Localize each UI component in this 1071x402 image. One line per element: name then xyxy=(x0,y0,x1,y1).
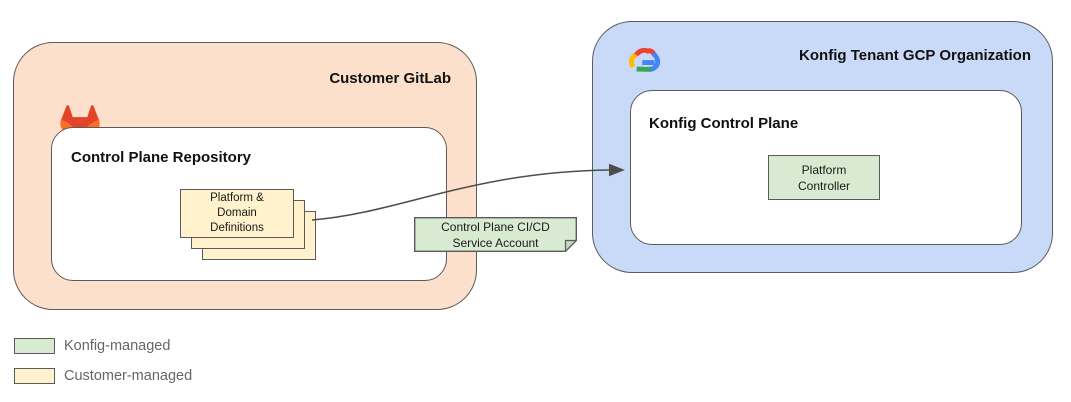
konfig-control-plane-title: Konfig Control Plane xyxy=(649,115,799,132)
definitions-card-label: Platform & Domain Definitions xyxy=(210,192,264,234)
service-account-note-label: Control Plane CI/CD Service Account xyxy=(441,219,550,250)
note-fold-icon xyxy=(564,239,577,252)
legend-swatch-customer-managed xyxy=(14,368,55,384)
definitions-card-front: Platform & Domain Definitions xyxy=(180,189,294,238)
control-plane-repository-title: Control Plane Repository xyxy=(71,149,252,166)
tenant-gcp-org-container: Konfig Tenant GCP Organization Konfig Co… xyxy=(592,21,1053,273)
service-account-note: Control Plane CI/CD Service Account xyxy=(414,217,577,252)
legend-label-customer-managed: Customer-managed xyxy=(64,368,193,384)
control-plane-repository-box: Control Plane Repository Platform & Doma… xyxy=(51,127,447,281)
legend-label-konfig-managed: Konfig-managed xyxy=(64,338,171,354)
gcp-cloud-bar xyxy=(642,60,655,65)
konfig-control-plane-box: Konfig Control Plane Platform Controller xyxy=(630,90,1022,245)
platform-controller-box: Platform Controller xyxy=(768,155,880,200)
tenant-gcp-org-title: Konfig Tenant GCP Organization xyxy=(799,47,1031,64)
customer-gitlab-title: Customer GitLab xyxy=(329,70,451,87)
legend-swatch-konfig-managed xyxy=(14,338,55,354)
customer-gitlab-container: Customer GitLab Control Plane Repository… xyxy=(13,42,477,310)
platform-controller-label: Platform Controller xyxy=(797,162,851,193)
google-cloud-logo-icon xyxy=(628,47,661,72)
